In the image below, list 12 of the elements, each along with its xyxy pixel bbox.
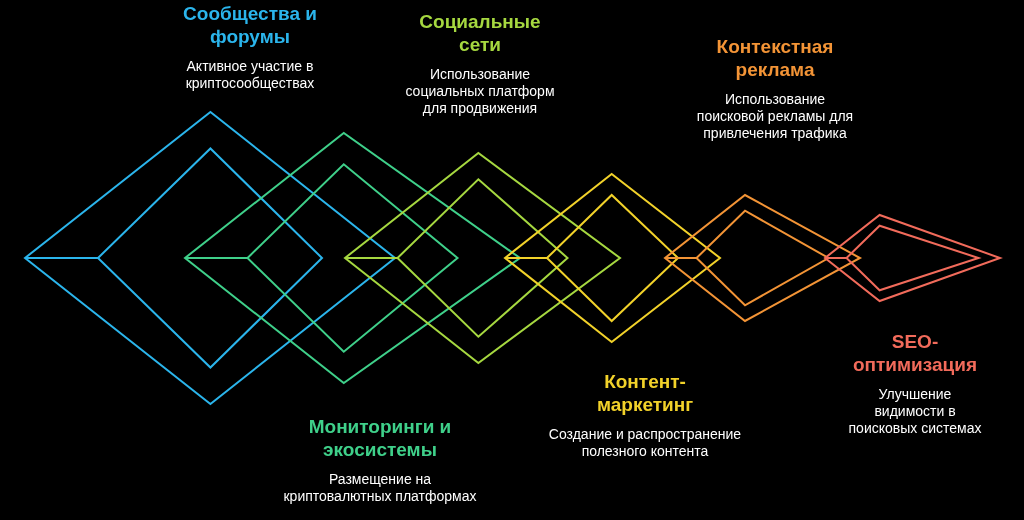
section-heading: Мониторинги и экосистемы [307,415,453,461]
section-description: Размещение на криптовалютных платформах [282,471,478,505]
section-heading: SEO-оптимизация [852,330,978,376]
section-description: Создание и распространение полезного контента [547,426,743,460]
section-description: Улучшение видимости в поисковых системах [847,386,983,437]
section-description: Использование социальных платформ для продвижения [404,66,556,117]
section-heading: Контент-маркетинг [595,370,695,416]
section-heading: Сообщества и форумы [182,2,318,48]
section-heading: Контекстная реклама [715,35,835,81]
section-description: Использование поисковой рекламы для привлечения трафика [695,91,855,142]
section-description: Активное участие в криптосообществах [184,58,316,92]
section-heading: Социальные сети [418,10,542,56]
